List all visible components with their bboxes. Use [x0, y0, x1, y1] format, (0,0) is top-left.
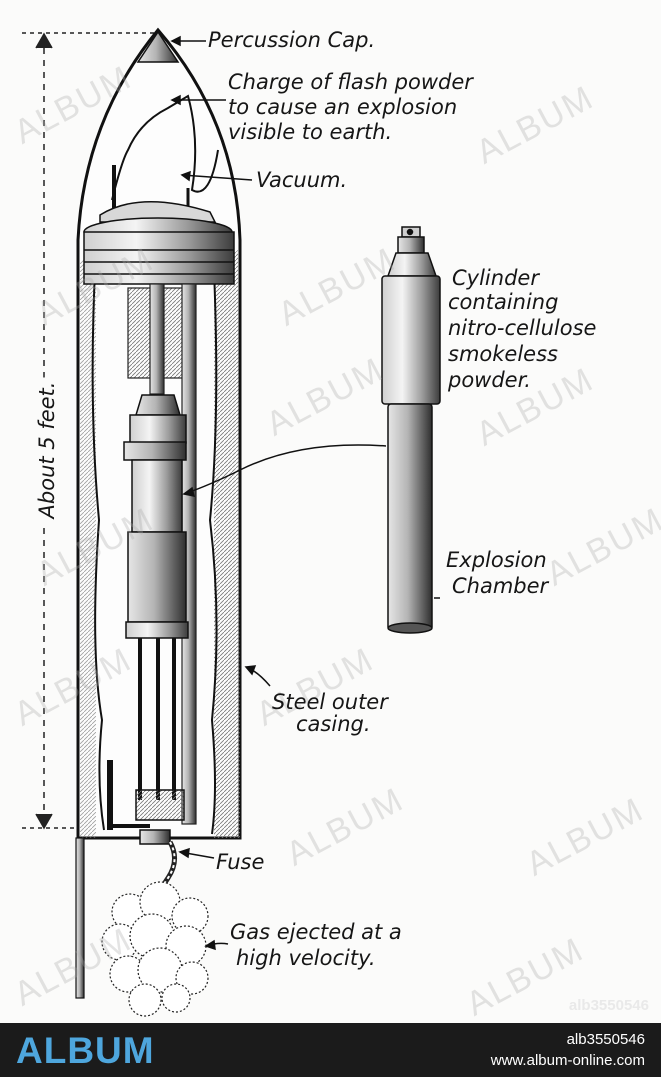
steel-casing-label-line1: Steel outer — [272, 690, 388, 714]
guide-stick — [75, 837, 85, 999]
cylinder-detail — [381, 226, 441, 634]
cylinder-label-line5: powder. — [448, 368, 531, 392]
charge-label-line1: Charge of flash powder — [228, 70, 473, 94]
dimension-line — [22, 32, 155, 830]
steel-casing-label-line2: casing. — [296, 712, 371, 736]
gas-cloud — [101, 881, 209, 1017]
cylinder-label-line2: containing — [448, 290, 559, 314]
gas-label-line1: Gas ejected at a — [230, 920, 402, 944]
album-logo[interactable]: ALBUM — [16, 1030, 155, 1071]
inner-chamber — [107, 394, 189, 845]
charge-label-line3: visible to earth. — [228, 120, 393, 144]
explosion-chamber-label-line1: Explosion — [446, 548, 547, 572]
cylinder-label-line1: Cylinder — [452, 266, 539, 290]
charge-label-line2: to cause an explosion — [228, 95, 458, 119]
vacuum-label: Vacuum. — [256, 168, 348, 192]
rocket-drawing — [22, 27, 441, 1017]
explosion-chamber-label-line2: Chamber — [452, 574, 549, 598]
footer-image-id: alb3550546 — [566, 1031, 645, 1048]
height-label: About 5 feet. — [35, 377, 59, 523]
rocket-illustration: ALBUM ALBUM ALBUM ALBUM ALBUM ALBUM ALBU… — [8, 27, 661, 1024]
cylinder-label-line3: nitro-cellulose — [448, 316, 597, 340]
cylinder-label-line4: smokeless — [448, 342, 558, 366]
fuse-label: Fuse — [216, 850, 265, 874]
top-mechanism — [83, 165, 235, 285]
gas-label-line2: high velocity. — [236, 946, 376, 970]
percussion-cap-label: Percussion Cap. — [208, 28, 376, 52]
footer-bar: ALBUM alb3550546 www.album-online.com — [0, 1023, 661, 1077]
image-id-watermark: alb3550546 — [568, 997, 649, 1014]
leader-lines — [170, 35, 440, 951]
footer-url-link[interactable]: www.album-online.com — [490, 1052, 645, 1069]
